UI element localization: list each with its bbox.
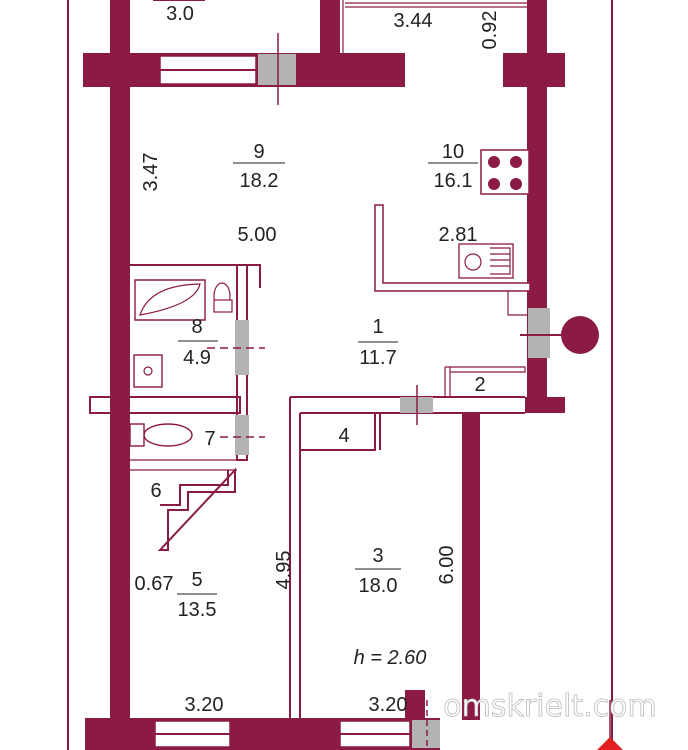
svg-text:7: 7 (204, 428, 215, 450)
toilet-icon-bath (213, 282, 233, 313)
svg-text:8: 8 (191, 316, 202, 338)
svg-text:4.95: 4.95 (273, 551, 295, 590)
window-top (159, 55, 257, 85)
svg-text:2.81: 2.81 (439, 224, 478, 246)
watermark: omskrielt.com (443, 689, 656, 724)
door-wc (235, 415, 249, 455)
window-bottom-right (339, 720, 411, 748)
door-top (258, 54, 296, 85)
sink-icon (458, 243, 514, 279)
svg-text:18.2: 18.2 (240, 170, 279, 192)
closet-6 (157, 467, 236, 551)
svg-text:13.5: 13.5 (178, 599, 217, 621)
svg-text:3.20: 3.20 (185, 694, 224, 716)
svg-text:10: 10 (442, 141, 464, 163)
closet-2 (444, 366, 526, 397)
svg-text:11.7: 11.7 (359, 347, 396, 369)
svg-text:3.44: 3.44 (394, 10, 433, 32)
svg-text:4.9: 4.9 (183, 347, 211, 369)
svg-text:2: 2 (474, 374, 485, 396)
svg-text:16.1: 16.1 (434, 170, 473, 192)
svg-text:6.00: 6.00 (436, 546, 458, 585)
entrance-marker-icon (561, 316, 599, 354)
window-bottom-left (154, 720, 231, 748)
svg-text:3.47: 3.47 (140, 153, 162, 192)
washbasin-icon (133, 354, 163, 388)
svg-text:3.0: 3.0 (166, 3, 194, 25)
svg-text:1: 1 (372, 316, 383, 338)
closet-4 (300, 413, 381, 451)
svg-text:5.00: 5.00 (238, 224, 277, 246)
svg-text:3.20: 3.20 (369, 694, 408, 716)
corner-marker-icon (597, 737, 623, 750)
svg-text:0.67: 0.67 (135, 573, 174, 595)
stove-icon (480, 149, 530, 195)
svg-text:4: 4 (338, 425, 349, 447)
dimension-labels: 3.44 0.92 3.47 5.00 2.81 0.67 4.95 6.00 … (135, 10, 501, 716)
svg-text:5: 5 (191, 569, 202, 591)
svg-text:6: 6 (150, 480, 161, 502)
svg-text:9: 9 (253, 141, 264, 163)
room-labels: 3.0 9 18.2 10 16.1 8 4.9 1 11.7 2 7 4 6 … (150, 3, 485, 621)
door-bathroom (235, 320, 249, 375)
entrance-door (528, 308, 550, 358)
kitchen-counter (374, 204, 531, 292)
toilet-icon-wc (129, 423, 193, 447)
svg-text:18.0: 18.0 (359, 575, 398, 597)
door-balcony (412, 720, 440, 748)
svg-text:3: 3 (372, 545, 383, 567)
svg-text:0.92: 0.92 (479, 11, 501, 50)
ceiling-height: h = 2.60 (354, 647, 427, 669)
bathtub-icon (134, 279, 206, 321)
